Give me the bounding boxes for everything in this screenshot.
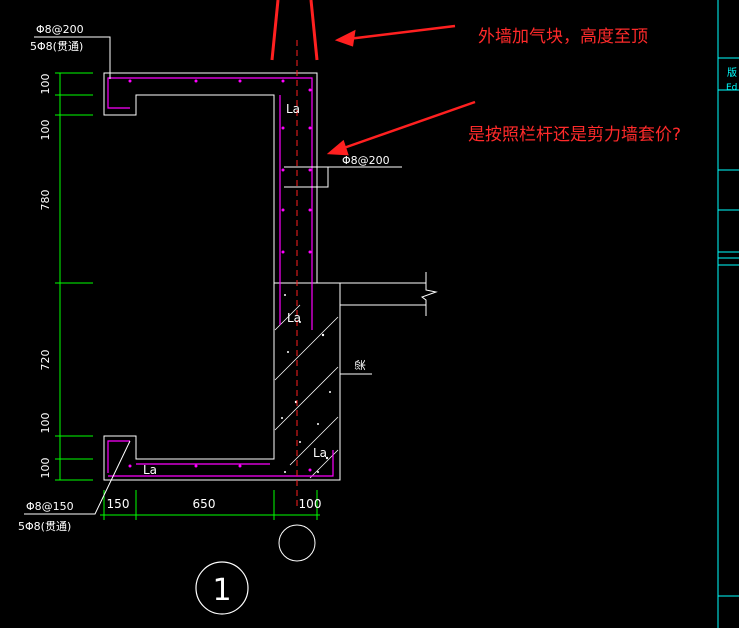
titleblock-text-1: 版 — [727, 66, 737, 79]
section-mark-number: 1 — [212, 573, 231, 608]
rebar-label-top-2: 5Φ8(贯通) — [30, 40, 83, 53]
dim-horizontal-1: 150 — [107, 497, 130, 511]
rebar-label-top-1: Φ8@200 — [36, 23, 84, 36]
axis-bubble — [278, 524, 316, 562]
vertical-dimension-chain — [55, 72, 93, 481]
rebar-bars-dots — [128, 79, 312, 472]
rebar-label-bottom-2: 5Φ8(贯通) — [18, 520, 71, 533]
anchor-label-4: La — [143, 463, 157, 477]
anchor-label-1: La — [286, 102, 300, 116]
dim-vertical-3: 780 — [39, 190, 52, 211]
concrete-outline — [103, 72, 408, 481]
aerated-block-wall-lines — [270, 0, 319, 61]
rebar-lines — [107, 77, 334, 477]
rebar-label-mid: Φ8@200 — [342, 154, 390, 167]
annotation-note-middle: 是按照栏杆还是剪力墙套价? — [468, 125, 682, 145]
dim-vertical-4: 720 — [39, 350, 52, 371]
dim-vertical-5: 100 — [39, 413, 52, 434]
dim-vertical-6: 100 — [39, 458, 52, 479]
annotation-arrows — [326, 24, 476, 156]
slab-break-symbol — [408, 272, 438, 316]
anchor-label-3: La — [313, 446, 327, 460]
dim-horizontal-3: 100 — [299, 497, 322, 511]
annotation-note-top: 外墙加气块，高度至顶 — [478, 27, 648, 47]
beam-hatch — [274, 304, 339, 479]
dim-horizontal-2: 650 — [193, 497, 216, 511]
title-block-frame — [717, 0, 739, 628]
anchor-label-2: La — [287, 311, 301, 325]
dim-vertical-1: 100 — [39, 74, 52, 95]
section-mark-circle — [195, 561, 249, 615]
beam-side-label: 梁 — [353, 360, 367, 371]
dim-vertical-2: 100 — [39, 120, 52, 141]
rebar-leader-lines — [24, 36, 402, 515]
titleblock-text-2: Ed — [726, 83, 737, 93]
rebar-label-bottom-1: Φ8@150 — [26, 500, 74, 513]
